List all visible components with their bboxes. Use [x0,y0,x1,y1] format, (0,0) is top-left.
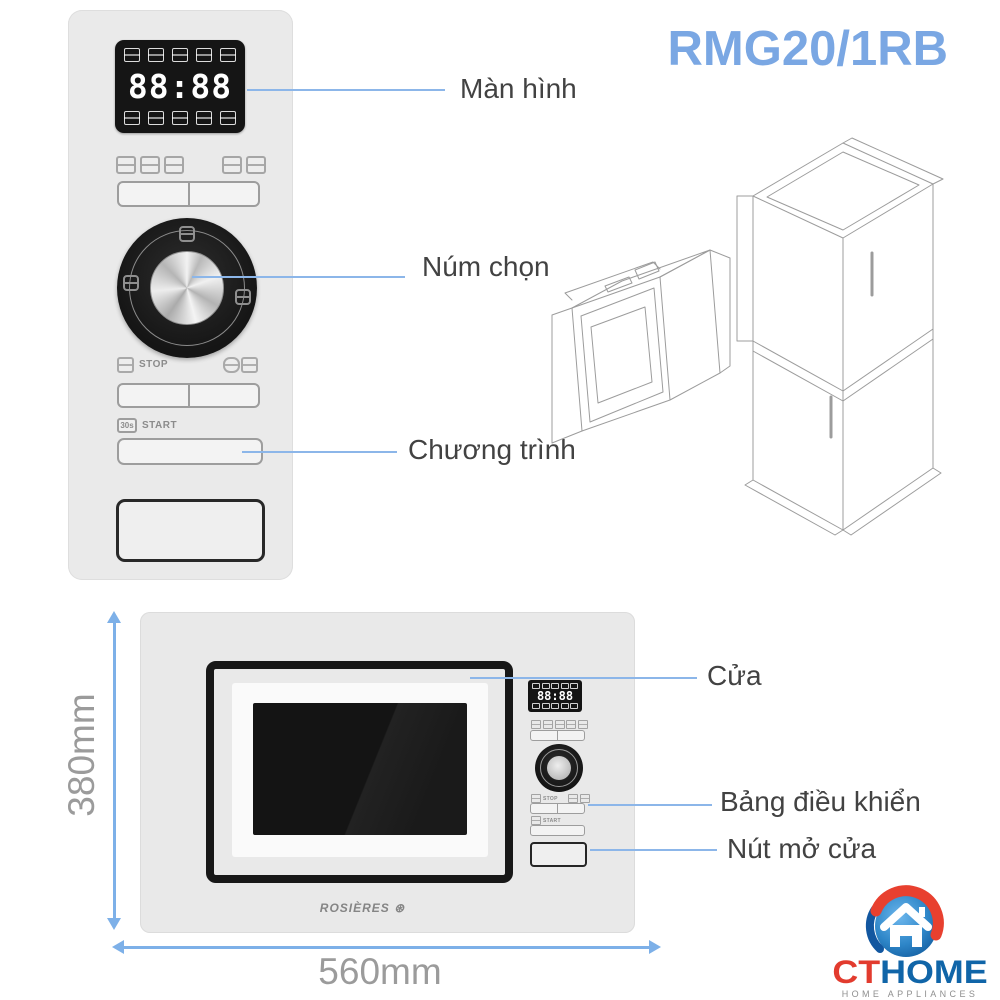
mode-button-pair [117,181,260,207]
cthome-tagline: HOME APPLIANCES [841,989,979,999]
memory-icon [196,111,212,125]
stop-button-pair [117,383,260,408]
height-dimension-label: 380mm [61,693,102,817]
mode-button-right [187,183,259,205]
mini-stop-label: STOP [543,795,558,802]
arrowhead-left [112,940,124,954]
door-open-button-closeup [116,499,265,562]
mini-knob-center [547,756,571,780]
display-icon-row-top [124,48,236,62]
arrowhead-up [107,611,121,623]
start-button [117,438,263,465]
display-screen: 88:88 [115,40,245,133]
combi-mode-icon [164,156,184,174]
stop-button-right [187,385,259,406]
oven-door-window [253,703,467,835]
callout-line-knob [192,276,405,278]
function-icons-right [222,156,266,174]
callout-label-control-panel: Bảng điều khiển [720,786,921,817]
arrowhead-right [649,940,661,954]
callout-label-knob: Núm chọn [422,251,550,282]
installation-diagram [551,137,944,536]
logo-ct-text: CT [832,954,881,990]
display-icon-row-bottom [124,111,236,125]
stop-button-left [119,385,188,406]
callout-label-program: Chương trình [408,434,576,465]
mini-quick-start-icon [531,816,541,825]
width-dimension-line [122,946,650,949]
mini-display-icons-bottom [532,703,578,709]
cthome-logo-mark [865,885,944,957]
stop-icon [117,357,134,373]
callout-line-door-button [590,849,717,851]
start-label: START [142,420,178,431]
mini-display: 88:88 [528,680,582,712]
stop-label: STOP [139,359,169,370]
auto-icon [148,111,164,125]
mini-door-open-button [530,842,587,867]
callout-line-control-panel [588,804,712,806]
time-display: 88:88 [127,67,233,106]
mini-time-display: 88:88 [536,689,574,703]
microwave-icon [148,48,164,62]
logo-home-text: HOME [880,954,988,990]
defrost-icon [124,48,140,62]
weight-icon [172,111,188,125]
knob-top-icon [179,226,195,242]
auto-menu-icon [246,156,266,174]
callout-label-door: Cửa [707,660,762,691]
mini-display-icons-top [532,683,578,689]
timer-icon [220,111,236,125]
mini-stop-icon [531,794,541,803]
callout-line-screen [247,89,445,91]
mini-stop-button-pair [530,803,585,814]
auto-weight-icon [222,156,242,174]
quick-start-badge: 30s [117,418,137,433]
callout-line-door [470,677,697,679]
mini-start-label: START [543,817,561,824]
callout-label-screen: Màn hình [460,73,577,104]
clock-set-icon [223,357,240,373]
mini-stop-row: STOP [531,794,558,803]
mini-start-row: START [531,816,561,825]
callout-line-program [242,451,397,453]
defrost-set-icon [241,357,258,373]
product-title: RMG20/1RB [667,22,948,76]
knob-left-icon [123,275,139,291]
mini-start-button [530,825,585,836]
mini-function-icons-right [566,720,588,729]
micro-power-icon [116,156,136,174]
mini-mode-button-pair [530,730,585,741]
width-dimension-label: 560mm [318,951,442,992]
combi-icon [196,48,212,62]
arrowhead-down [107,918,121,930]
height-dimension-line [113,620,116,920]
clock-icon [124,111,140,125]
cthome-wordmark: CTHOME [809,956,1000,988]
lock-icon [220,48,236,62]
knob-center [150,251,224,325]
knob-right-icon [235,289,251,305]
mini-knob-arc [540,749,578,787]
mini-stop-icons-right [568,794,590,803]
grill-mode-icon [140,156,160,174]
brand-text: ROSIÈRES ⊛ [319,901,406,915]
callout-label-door-button: Nút mở cửa [727,833,877,864]
mini-function-icons-left [531,720,565,729]
mode-button-left [119,183,188,205]
grill-icon [172,48,188,62]
function-icons-left [116,156,184,174]
